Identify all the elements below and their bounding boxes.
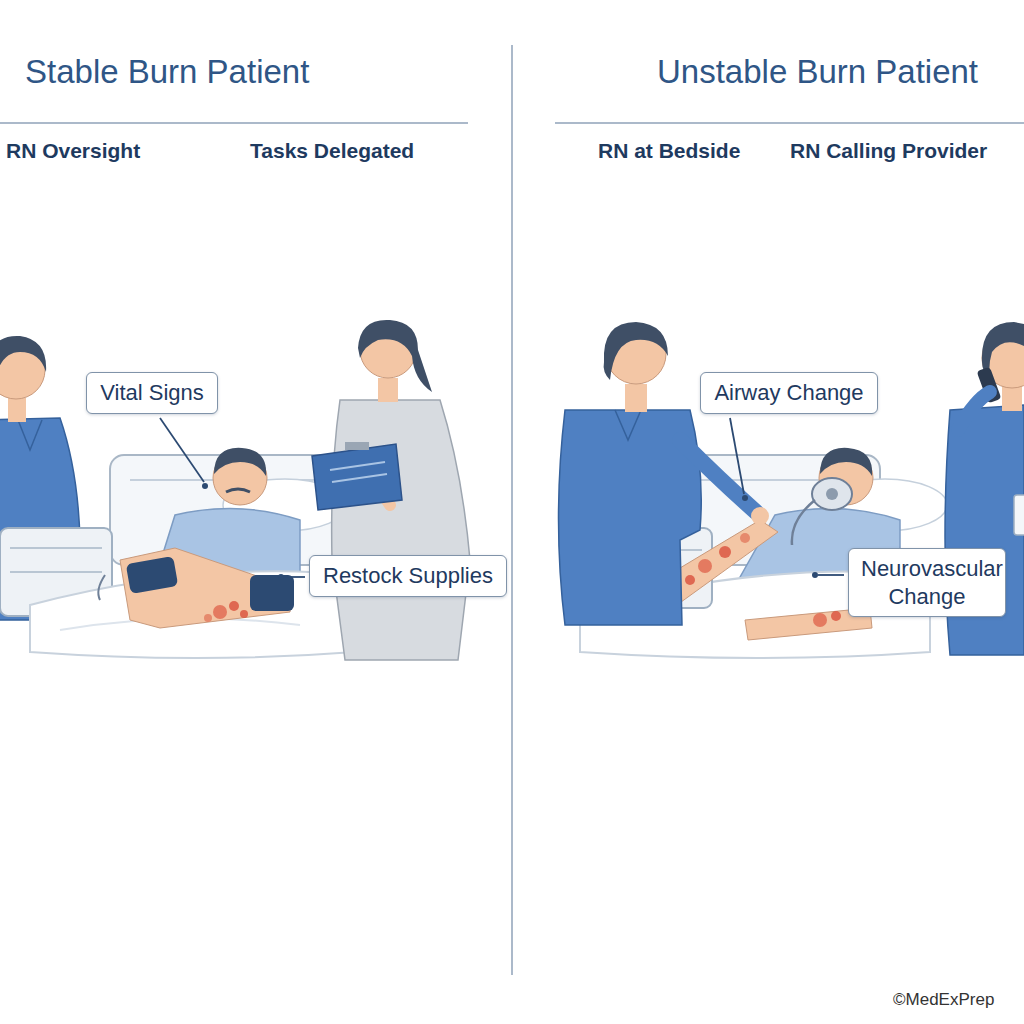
watermark: ©MedExPrep — [893, 990, 994, 1010]
callout-text: Airway Change — [713, 379, 865, 407]
callout-box: Vital Signs — [86, 372, 218, 414]
panel-heading: Unstable Burn Patient — [657, 52, 978, 92]
column-heading: RN Oversight — [6, 138, 140, 163]
stable-scene — [0, 320, 470, 660]
unstable-scene — [559, 322, 1024, 658]
column-heading: RN at Bedside — [598, 138, 740, 163]
callout-text: Neurovascular Change — [861, 555, 993, 610]
callout-box: Airway Change — [700, 372, 878, 414]
callout-text: Restock Supplies — [322, 562, 494, 590]
frame-lines — [0, 45, 1024, 975]
callout-text: Vital Signs — [99, 379, 205, 407]
callout-box: Restock Supplies — [309, 555, 507, 597]
column-heading: RN Calling Provider — [790, 138, 987, 163]
callout-box: Neurovascular Change — [848, 548, 1006, 617]
column-heading: Tasks Delegated — [250, 138, 414, 163]
panel-heading: Stable Burn Patient — [25, 52, 309, 92]
